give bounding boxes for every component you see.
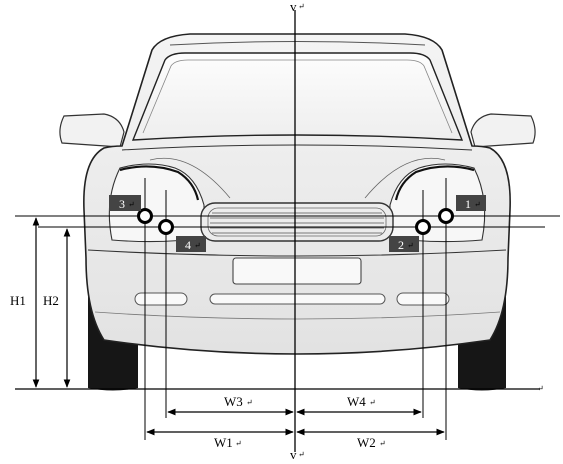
w3-return: ↵ (246, 398, 253, 407)
lamp-4-circle (158, 219, 174, 235)
reference-lines (15, 10, 560, 452)
axis-top-label: v (290, 0, 297, 14)
ground-return-mark: ↵ (537, 384, 544, 393)
windshield (131, 52, 464, 141)
lower-intake (209, 293, 386, 305)
windshield-inner (142, 59, 453, 134)
right-headlamp-lens (394, 165, 475, 201)
hood-line (121, 144, 473, 151)
axis-bottom-label: v (290, 447, 297, 459)
height-dimensions: H1 H2 (9, 217, 71, 388)
lamp-tag-4: 4 ↵ (176, 236, 206, 252)
w1-label: W1 (214, 435, 233, 450)
car-front-view (59, 33, 536, 391)
left-headlamp-lens (119, 165, 200, 201)
lamp-tag-3: 3 ↵ (109, 195, 141, 211)
axis-top-return-mark: ↵ (298, 2, 305, 11)
left-headlamp-housing (108, 163, 205, 243)
lamp-tag-4-label: 4 (185, 238, 191, 252)
axis-bottom-return-mark: ↵ (298, 450, 305, 459)
bumper-line (87, 249, 507, 257)
h1-label: H1 (10, 293, 26, 308)
left-mirror (59, 113, 125, 148)
w2-return: ↵ (379, 439, 386, 448)
lamp-tag-1-label: 1 (465, 197, 471, 211)
w4-return: ↵ (369, 398, 376, 407)
hood-crease-left (149, 157, 231, 199)
license-plate (232, 257, 362, 285)
fog-lamp-left (134, 292, 188, 306)
lamp-tag-1: 1 ↵ (456, 195, 486, 211)
grille (200, 202, 394, 242)
w1-return: ↵ (235, 439, 242, 448)
lamp-tag-3-return: ↵ (128, 200, 135, 209)
lamp-tag-4-return: ↵ (194, 241, 201, 250)
roof-line (169, 41, 426, 46)
lamp-tag-3-label: 3 (119, 197, 125, 211)
lamp-2-circle (415, 219, 431, 235)
lamp-tag-1-return: ↵ (474, 200, 481, 209)
lamp-markers (137, 208, 454, 235)
right-mirror (470, 113, 536, 148)
lamp-tag-2: 2 ↵ (389, 236, 419, 252)
lamp-tag-2-return: ↵ (407, 241, 414, 250)
h2-label: H2 (43, 293, 59, 308)
hood-crease-right (364, 157, 446, 199)
width-dimensions: W3 ↵ W4 ↵ W1 ↵ W2 ↵ (146, 394, 445, 450)
w2-label: W2 (357, 435, 376, 450)
lamp-tag-2-label: 2 (398, 238, 404, 252)
lamp-1-circle (438, 208, 454, 224)
bumper-lower-line (94, 311, 501, 320)
w3-label: W3 (224, 394, 243, 409)
w4-label: W4 (347, 394, 366, 409)
lamp-3-circle (137, 208, 153, 224)
